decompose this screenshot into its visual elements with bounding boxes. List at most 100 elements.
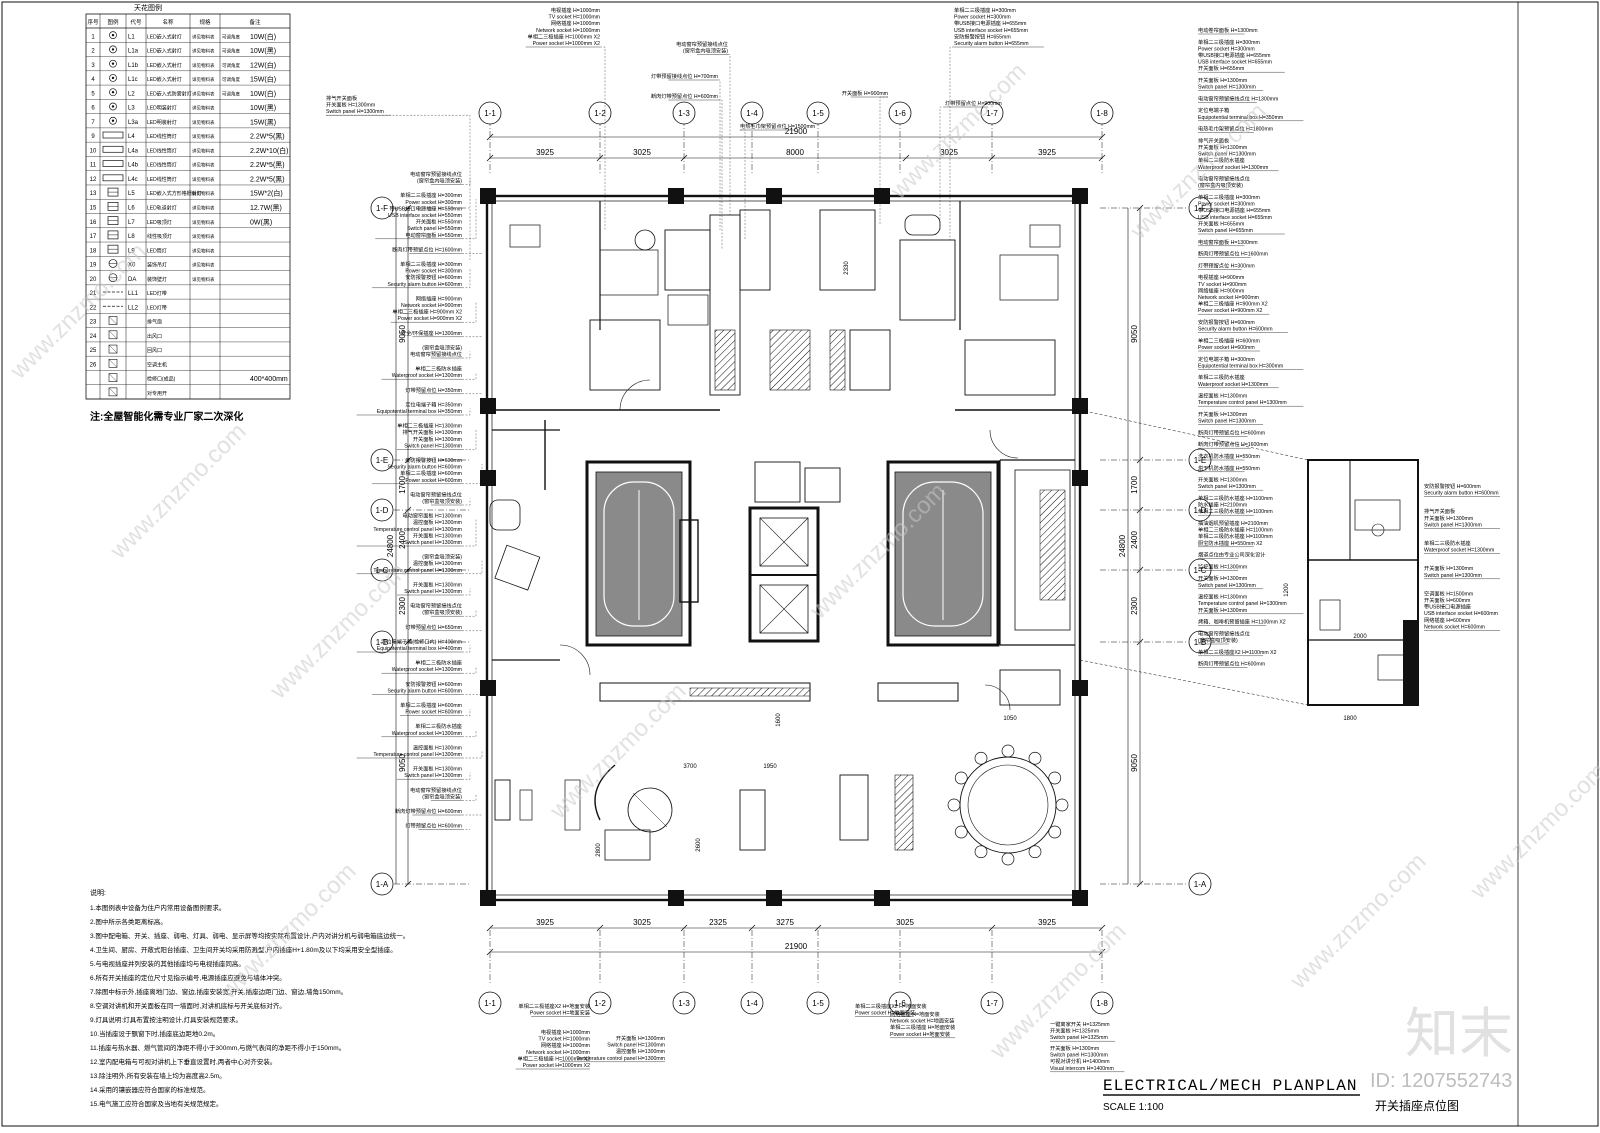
callout-text: Power socket H=600mm xyxy=(405,710,462,716)
living-room xyxy=(489,499,766,861)
callout-text: (窗帘盒吸顶安装) xyxy=(422,497,462,505)
grid-bubble-column xyxy=(672,101,696,125)
watermark-brand-logo: 知末 xyxy=(1405,1004,1513,1064)
dimension-value: 3025 xyxy=(940,148,958,157)
callout-text: Equipotential terminal box H=350mm xyxy=(377,409,462,415)
legend-row-name: LED线性筒灯 xyxy=(147,162,177,169)
callout-text: Security alarm button H=600mm xyxy=(387,688,462,694)
callout-text: Power socket H=300mm xyxy=(405,269,462,275)
grid-label-row: 1-D xyxy=(1194,506,1207,515)
callout-text: 单相二三极防水插座 xyxy=(1198,373,1245,381)
callout-right: 烘干机防水插座 H=550mm xyxy=(1198,464,1260,472)
callout-text: 烟道点位由专业公司深化设计 xyxy=(1198,551,1265,559)
callout-text: 一键离家开关 H=1325mm xyxy=(1050,1020,1110,1028)
callout-text: 单相二三极插座 H=地面安装 xyxy=(890,1023,955,1031)
callout-text: Temperature control panel H=1300mm xyxy=(373,568,462,574)
downlight-icon xyxy=(109,31,117,39)
callout-text: 开关面板 H=1300mm xyxy=(413,765,462,773)
watermark-site-text: www.znzmo.com xyxy=(544,678,691,825)
callout-text: 定位电端子箱(检修口内) H=400mm xyxy=(381,637,462,645)
callout-text: 电动窗帘面板 H=550mm xyxy=(405,231,462,239)
callout-left: 断肉灯带预留点位 H=1600mm xyxy=(392,245,482,254)
callout-text: 单相二三极防水插座 H=1100mm xyxy=(1198,507,1273,515)
grid-bubble-row xyxy=(1188,558,1212,582)
callout-text: 开关面板 H=550mm xyxy=(416,218,462,226)
callout-text: Power socket H=600mm xyxy=(405,478,462,484)
callout-text: 可视对讲分机 H=1400mm xyxy=(1050,1057,1110,1065)
callout-text: 开关面板 H=1300mm xyxy=(1198,410,1247,418)
callout-right: 单相二三极插座X2 H=1100mm X2 xyxy=(1198,648,1277,656)
note-item: 12.室内配电箱与可视对讲机上下垂直设置时,两者中心对齐安装。 xyxy=(90,1057,276,1066)
callout-right: 灯带预留点位 H=300mm xyxy=(1198,261,1255,270)
design-notes: 说明: 1.本图例表中设备为住户内常用设备图例要求。2.图中所示各类距离标高。3… xyxy=(90,888,409,1108)
dimension-value: 3925 xyxy=(536,918,554,927)
legend-row-name: 线性吸顶灯 xyxy=(147,233,172,240)
dimension-value: 3025 xyxy=(633,918,651,927)
legend-row-power: 2.2W*5(黑) xyxy=(250,133,285,141)
callout-text: Network socket H=900mm xyxy=(1198,295,1259,301)
vent-icon xyxy=(108,373,118,382)
dining-chair xyxy=(947,798,961,812)
dining-chair xyxy=(1028,751,1042,765)
callout-text: Power socket H=900mm X2 xyxy=(398,316,463,322)
legend-row-name: LED嵌入式射灯 xyxy=(147,33,182,40)
legend-row-spec: 详见物料表 xyxy=(192,76,215,83)
dining-chair xyxy=(1048,825,1062,839)
note-item: 14.采用的镶嵌器应符合国家的标准规范。 xyxy=(90,1085,210,1094)
grid-label-column: 1-6 xyxy=(894,999,906,1008)
dimension-value: 2300 xyxy=(398,597,407,615)
callout-text: Security alarm button H=600mm xyxy=(1198,327,1273,333)
grid-bubble-column xyxy=(980,101,1004,125)
legend-row-code: DA xyxy=(128,277,136,283)
drawing-scale: SCALE 1:100 xyxy=(1103,1102,1164,1113)
legend-row-power: 10W(白) xyxy=(250,32,276,41)
dimension-total: 21900 xyxy=(785,127,808,136)
downlight-icon xyxy=(109,88,117,97)
vent-icon-cross xyxy=(108,373,118,382)
callout-text: Network socket H=1000mm xyxy=(536,28,600,34)
grid-bubble-row xyxy=(370,872,394,896)
callout-text: 电动窗帘面板 H=1300mm xyxy=(1198,238,1258,246)
floor-plan: 1-11-11-21-21-31-31-41-41-51-51-61-61-71… xyxy=(370,101,1367,1015)
grid-bubble-column xyxy=(478,101,502,125)
grid-bubble-column xyxy=(806,101,830,125)
callout-text: (窗帘盒吸顶安装) xyxy=(422,792,462,800)
callout-left: 灯带预留点位 H=650mm xyxy=(405,623,482,631)
legend-row-name: LED嵌入式防雾射灯 xyxy=(147,90,192,97)
legend-row-spec: 详见物料表 xyxy=(192,105,215,112)
note-item: 11.插座与热水器、燃气管间的净距不得小于300mm,与燃气表间的净距不得小于1… xyxy=(90,1043,345,1052)
callout-text: 定位电端子箱 xyxy=(1198,106,1229,114)
callout-text: 温控面板 H=1300mm xyxy=(1198,593,1247,601)
dimension-value: 3025 xyxy=(896,918,914,927)
watermark-site-text: www.znzmo.com xyxy=(264,558,411,705)
legend-row-number: 23 xyxy=(90,320,97,326)
watermark-id: ID: 1207552743 xyxy=(1370,1070,1512,1092)
legend-row-code: L4a xyxy=(128,148,139,154)
legend-row-number: 6 xyxy=(91,106,95,112)
callout-text: (窗帘盒吸顶安装) xyxy=(1198,636,1238,644)
legend-row-power: 15W(白) xyxy=(250,75,276,84)
legend-row-code: X0 xyxy=(128,263,136,269)
callout-text: 电视插座 H=1000mm xyxy=(541,1028,590,1036)
elevator-core xyxy=(748,461,841,643)
callout-text: 单相二三极插座X2 H=地面安装 xyxy=(518,1002,590,1010)
note-item: 4.卫生间、厨房、开敞式阳台插座、卫生间开关均采用防溅型,户内插座H+1.80m… xyxy=(90,945,397,954)
callout-text: 安防报警按钮 H=600mm xyxy=(405,273,462,281)
inset-callout-text: 开关面板 H=600mm xyxy=(1424,596,1470,604)
